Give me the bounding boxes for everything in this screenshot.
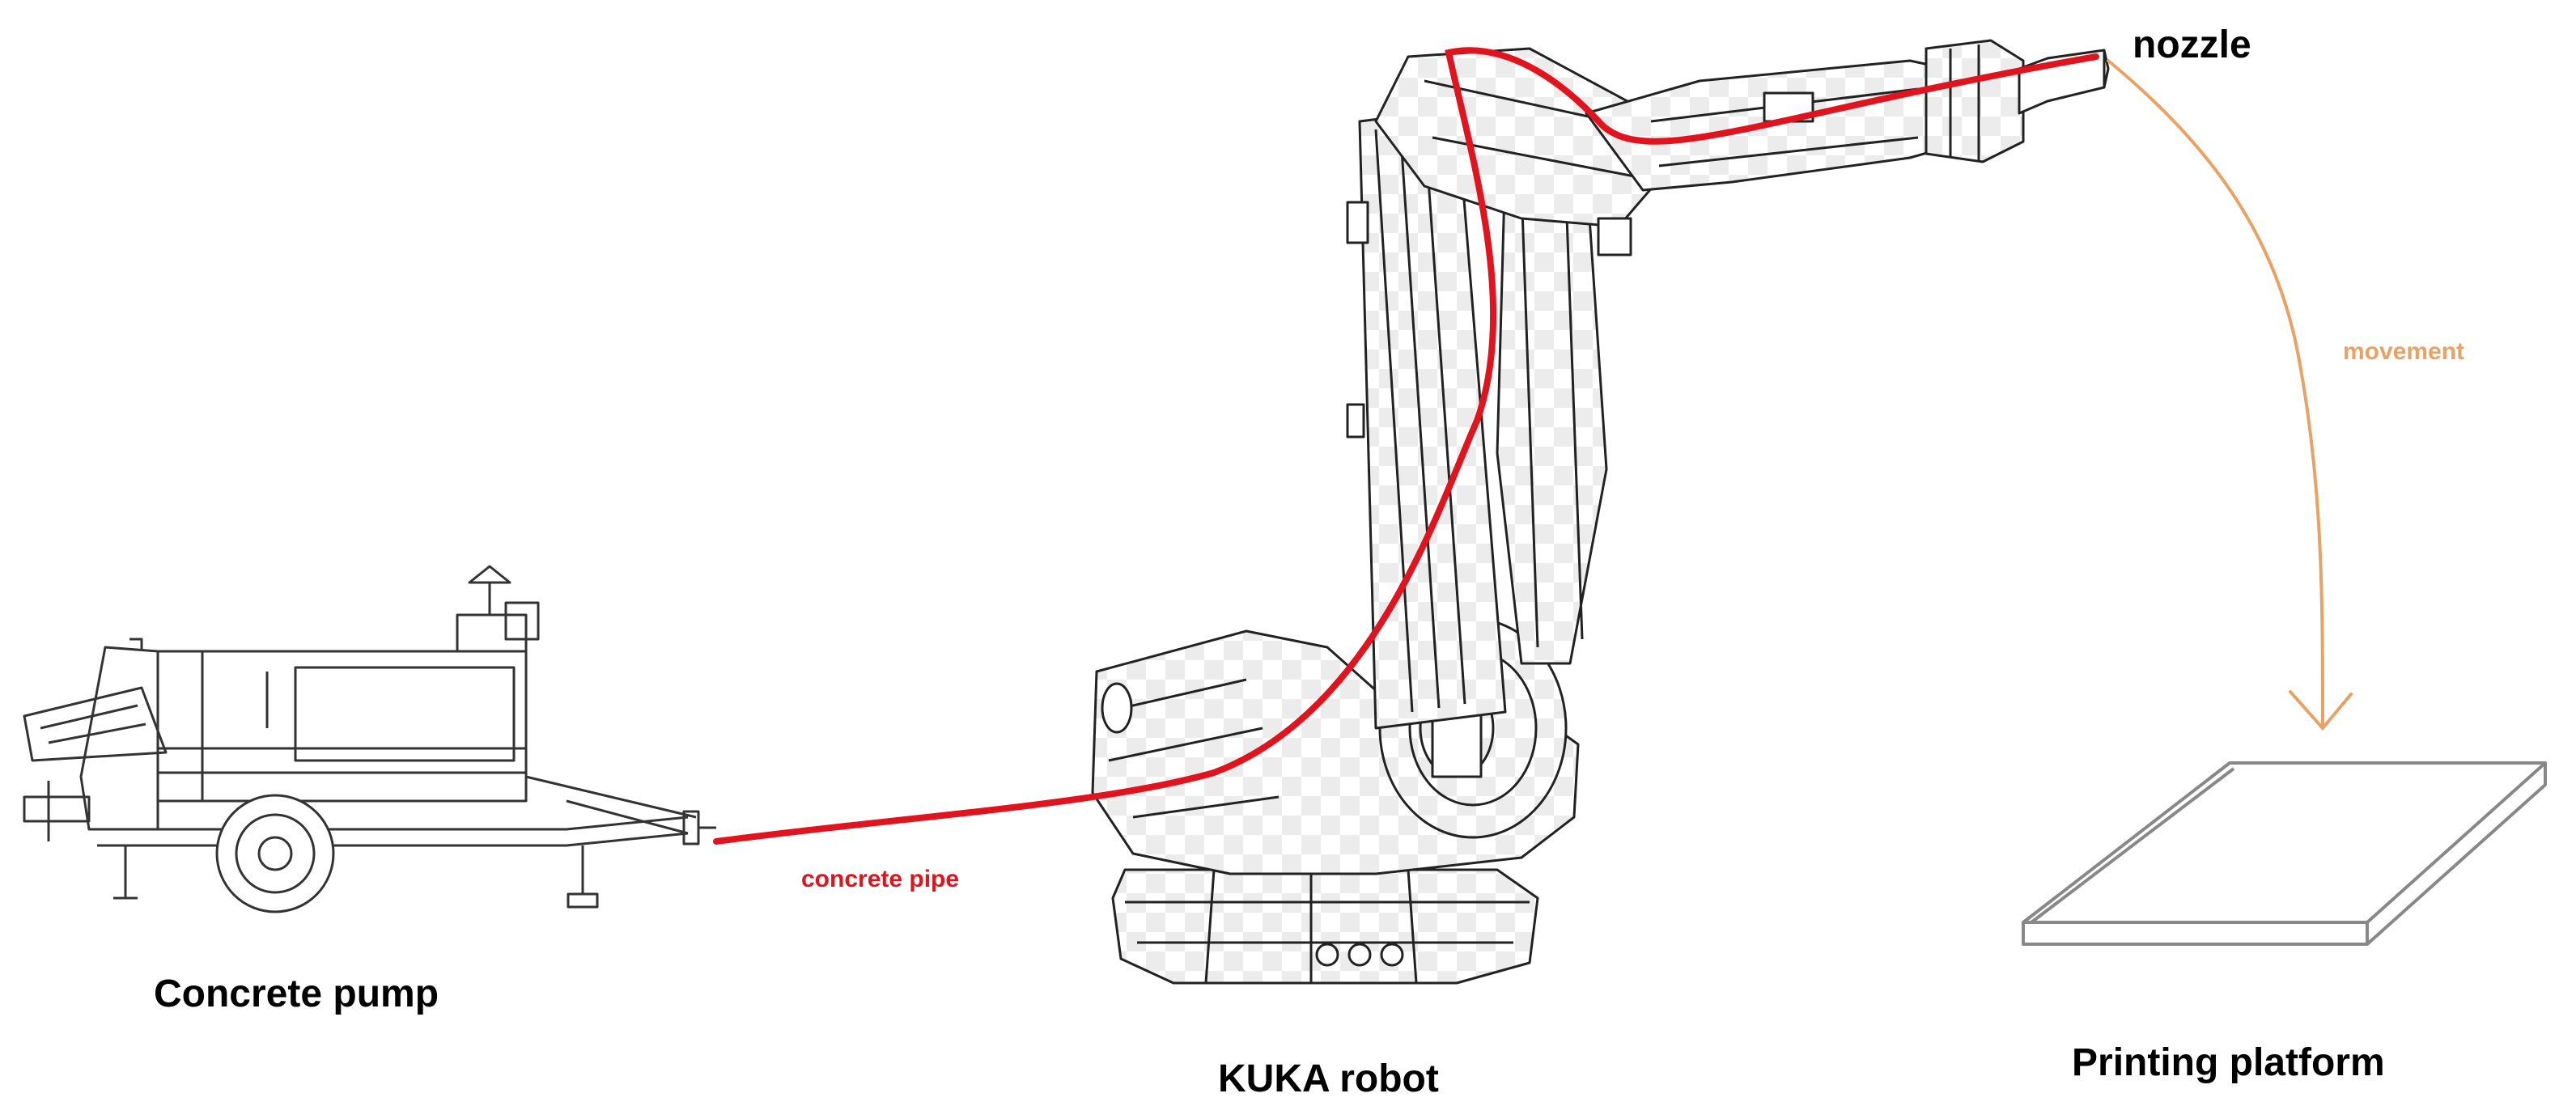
concrete-pipe-line xyxy=(713,47,2099,845)
concrete-pipe-label: concrete pipe xyxy=(801,866,960,892)
movement-arrow xyxy=(2107,59,2353,731)
movement-label: movement xyxy=(2343,338,2465,365)
printing-platform-drawing xyxy=(2022,761,2547,946)
printing-platform-label: Printing platform xyxy=(2072,1041,2385,1084)
concrete-pump-label: Concrete pump xyxy=(154,973,439,1015)
kuka-robot-drawing xyxy=(1091,39,2110,985)
nozzle-label: nozzle xyxy=(2133,23,2251,66)
concrete-pump-drawing xyxy=(23,565,716,913)
kuka-robot-label: KUKA robot xyxy=(1218,1057,1439,1100)
